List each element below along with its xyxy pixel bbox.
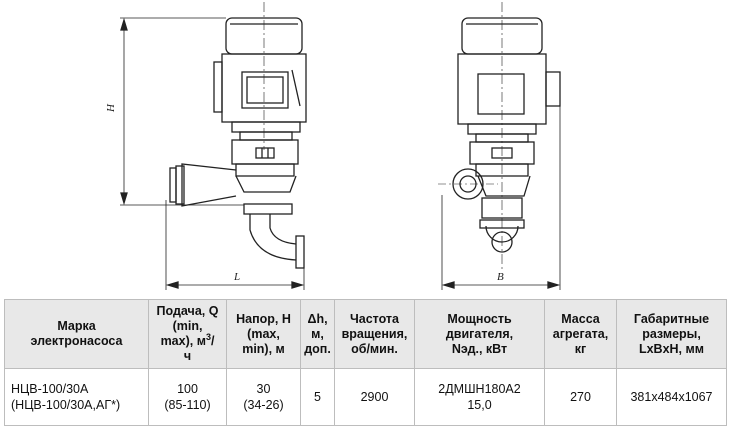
pump-front-view <box>438 2 561 290</box>
cell-power: 2ДМШН180А2 15,0 <box>414 368 545 426</box>
dimension-h-label: H <box>105 103 117 113</box>
header-mass: Масса агрегата, кг <box>544 299 617 369</box>
cell-head: 30 (34-26) <box>226 368 301 426</box>
table-row: НЦВ-100/30А (НЦВ-100/30А,АГ*) 100 (85-11… <box>4 368 727 426</box>
header-head: Напор, Н (max, min), м <box>226 299 301 369</box>
dimension-b-label: B <box>497 271 504 283</box>
cell-flow: 100 (85-110) <box>148 368 227 426</box>
cell-model: НЦВ-100/30А (НЦВ-100/30А,АГ*) <box>4 368 149 426</box>
pump-technical-drawing: H L B <box>105 2 561 290</box>
cell-speed: 2900 <box>334 368 415 426</box>
pump-spec-table: Марка электронасоса Подача, Q (min, max)… <box>4 299 727 426</box>
cell-mass: 270 <box>544 368 617 426</box>
header-speed: Частота вращения, об/мин. <box>334 299 415 369</box>
pump-side-view <box>120 2 307 290</box>
header-dh: Δh, м, доп. <box>300 299 335 369</box>
header-flow: Подача, Q (min, max), м3/ ч <box>148 299 227 369</box>
header-power: Мощность двигателя, Nэд., кВт <box>414 299 545 369</box>
cell-dh: 5 <box>300 368 335 426</box>
header-dims: Габаритные размеры, LxBxH, мм <box>616 299 727 369</box>
dimension-l-label: L <box>233 271 240 283</box>
header-model: Марка электронасоса <box>4 299 149 369</box>
table-header-row: Марка электронасоса Подача, Q (min, max)… <box>4 299 727 369</box>
cell-dims: 381x484x1067 <box>616 368 727 426</box>
